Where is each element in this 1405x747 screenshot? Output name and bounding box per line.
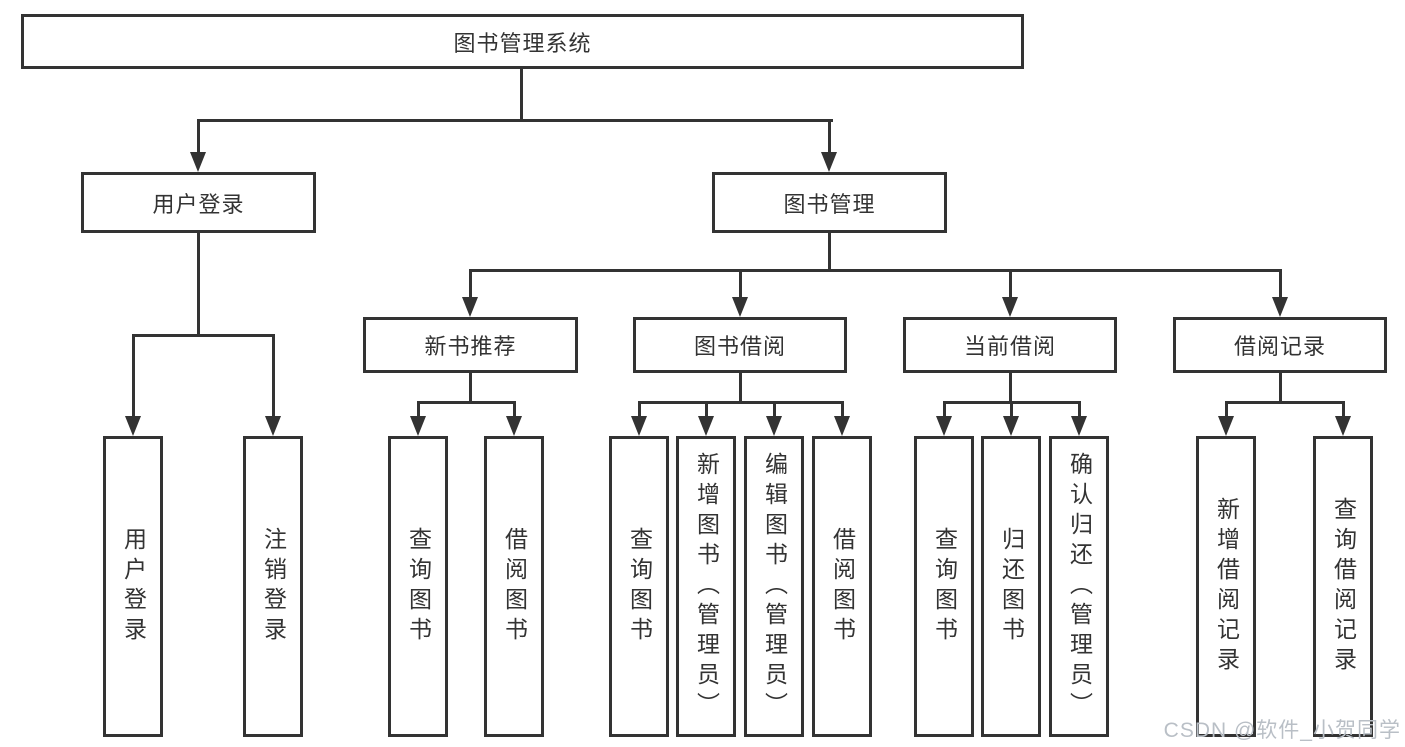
leaf-user-login-label: 用户登录 xyxy=(120,526,147,647)
leaf-return-books-label: 归还图书 xyxy=(998,526,1025,647)
leaf-add-borrow-record-label: 新增借阅记录 xyxy=(1213,496,1240,677)
node-borrow-records: 借阅记录 xyxy=(1173,317,1387,373)
node-user-login: 用户登录 xyxy=(81,172,316,233)
arrowhead-down-icon xyxy=(834,416,850,436)
connector-drop xyxy=(943,401,946,418)
arrowhead-down-icon xyxy=(821,152,837,172)
connector-drop xyxy=(417,401,420,418)
node-book-borrow: 图书借阅 xyxy=(633,317,847,373)
leaf-borrow-books-recommend: 借阅图书 xyxy=(484,436,544,737)
arrowhead-down-icon xyxy=(410,416,426,436)
arrowhead-down-icon xyxy=(1003,416,1019,436)
arrowhead-down-icon xyxy=(1272,297,1288,317)
leaf-query-borrow-record: 查询借阅记录 xyxy=(1313,436,1373,737)
arrowhead-down-icon xyxy=(1071,416,1087,436)
connector-drop-user-login xyxy=(197,119,200,154)
node-borrow-records-label: 借阅记录 xyxy=(1233,334,1326,359)
connector-drop xyxy=(1342,401,1345,418)
leaf-user-login: 用户登录 xyxy=(103,436,163,737)
leaf-borrow-books-label: 借阅图书 xyxy=(501,526,528,647)
connector-drop xyxy=(1225,401,1228,418)
connector-drop-current-borrow xyxy=(1009,269,1012,299)
leaf-borrow-books-label: 借阅图书 xyxy=(829,526,856,647)
connector-root-crossbar xyxy=(197,119,833,122)
leaf-query-books-borrow: 查询图书 xyxy=(609,436,669,737)
connector-drop xyxy=(1078,401,1081,418)
connector-newbook-crossbar xyxy=(417,401,516,404)
arrowhead-down-icon xyxy=(936,416,952,436)
connector-drop xyxy=(513,401,516,418)
leaf-confirm-return-admin: 确认归还（管理员） xyxy=(1049,436,1109,737)
csdn-watermark: CSDN @软件_小贺同学 xyxy=(1163,719,1401,742)
connector-drop xyxy=(841,401,844,418)
leaf-borrow-books: 借阅图书 xyxy=(812,436,872,737)
leaf-confirm-return-admin-label: 确认归还（管理员） xyxy=(1066,451,1093,722)
connector-root-stem xyxy=(520,69,523,121)
connector-drop xyxy=(1010,401,1013,418)
leaf-logout-label: 注销登录 xyxy=(260,526,287,647)
arrowhead-down-icon xyxy=(698,416,714,436)
node-user-login-label: 用户登录 xyxy=(152,191,245,217)
arrowhead-down-icon xyxy=(125,416,141,436)
connector-drop-leaf-login xyxy=(132,334,135,418)
node-book-borrow-label: 图书借阅 xyxy=(693,334,786,359)
connector-drop-new-book xyxy=(469,269,472,299)
connector-bookborrow-crossbar xyxy=(638,401,844,404)
leaf-add-borrow-record: 新增借阅记录 xyxy=(1196,436,1256,737)
connector-currentborrow-stem xyxy=(1009,373,1012,404)
node-new-book-recommend: 新书推荐 xyxy=(363,317,578,373)
node-book-management-label: 图书管理 xyxy=(783,191,876,217)
leaf-query-books-label: 查询图书 xyxy=(626,526,653,647)
connector-drop xyxy=(705,401,708,418)
connector-borrowrecords-stem xyxy=(1279,373,1282,404)
arrowhead-down-icon xyxy=(732,297,748,317)
connector-drop xyxy=(773,401,776,418)
leaf-add-books-admin-label: 新增图书（管理员） xyxy=(693,451,720,722)
connector-bookborrow-stem xyxy=(739,373,742,404)
connector-borrowrecords-crossbar xyxy=(1225,401,1345,404)
connector-drop xyxy=(638,401,641,418)
node-library-system: 图书管理系统 xyxy=(21,14,1024,69)
arrowhead-down-icon xyxy=(190,152,206,172)
node-book-management: 图书管理 xyxy=(712,172,947,233)
connector-bookmgmt-stem xyxy=(828,233,831,272)
leaf-query-borrow-record-label: 查询借阅记录 xyxy=(1330,496,1357,677)
node-new-book-recommend-label: 新书推荐 xyxy=(424,334,517,359)
connector-bookmgmt-crossbar xyxy=(469,269,1282,272)
node-current-borrow: 当前借阅 xyxy=(903,317,1117,373)
leaf-logout: 注销登录 xyxy=(243,436,303,737)
node-library-system-label: 图书管理系统 xyxy=(453,30,592,56)
connector-userlogin-stem xyxy=(197,233,200,337)
arrowhead-down-icon xyxy=(766,416,782,436)
connector-userlogin-crossbar xyxy=(132,334,274,337)
arrowhead-down-icon xyxy=(265,416,281,436)
leaf-query-books-label: 查询图书 xyxy=(405,526,432,647)
leaf-query-books-current: 查询图书 xyxy=(914,436,974,737)
connector-newbook-stem xyxy=(469,373,472,404)
leaf-add-books-admin: 新增图书（管理员） xyxy=(676,436,736,737)
leaf-edit-books-admin-label: 编辑图书（管理员） xyxy=(761,451,788,722)
leaf-edit-books-admin: 编辑图书（管理员） xyxy=(744,436,804,737)
arrowhead-down-icon xyxy=(1002,297,1018,317)
arrowhead-down-icon xyxy=(631,416,647,436)
connector-drop-borrow-records xyxy=(1279,269,1282,299)
arrowhead-down-icon xyxy=(506,416,522,436)
connector-drop-book-mgmt xyxy=(828,119,831,154)
connector-drop-leaf-logout xyxy=(272,334,275,418)
arrowhead-down-icon xyxy=(1335,416,1351,436)
arrowhead-down-icon xyxy=(1218,416,1234,436)
leaf-query-books-label: 查询图书 xyxy=(931,526,958,647)
leaf-query-books-recommend: 查询图书 xyxy=(388,436,448,737)
connector-drop-book-borrow xyxy=(739,269,742,299)
leaf-return-books: 归还图书 xyxy=(981,436,1041,737)
arrowhead-down-icon xyxy=(462,297,478,317)
node-current-borrow-label: 当前借阅 xyxy=(963,334,1056,359)
